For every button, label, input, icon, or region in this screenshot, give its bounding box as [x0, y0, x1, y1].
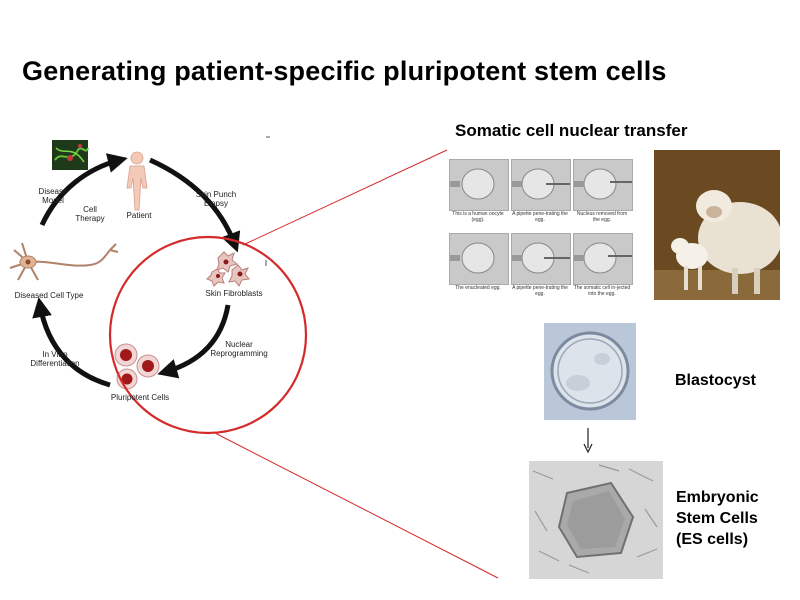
connector-line-top: [242, 149, 448, 246]
scnt-caption-1: This is a human oocyte (egg).: [452, 211, 504, 223]
down-arrow-icon: [583, 428, 593, 454]
scnt-caption-4: The enucleated egg.: [455, 285, 501, 291]
scnt-panel-4: [449, 233, 509, 285]
arrow-cell-therapy: [39, 153, 128, 227]
label-skin-punch-biopsy: Skin Punch Biopsy: [195, 190, 237, 208]
patient-figure: [126, 151, 148, 211]
scnt-caption-5: A pipette pene-trating the egg.: [512, 285, 568, 297]
label-skin-fibroblasts: Skin Fibroblasts: [205, 289, 263, 298]
scnt-panel-2: [511, 159, 571, 211]
label-pluripotent-cells: Pluripotent Cells: [110, 393, 170, 402]
scnt-heading: Somatic cell nuclear transfer: [455, 121, 688, 140]
scnt-caption-2: A pipette pene-trating the egg.: [512, 211, 568, 223]
scnt-caption-6: The somatic cell in-jected into the egg.: [573, 285, 631, 297]
label-patient: Patient: [126, 211, 152, 220]
arrow-in-vitro-differentiation: [32, 297, 111, 388]
scnt-caption-3: Nucleus removed from the egg.: [576, 211, 628, 223]
diseased-neuron: [9, 242, 119, 281]
scnt-panel-6: [573, 233, 633, 285]
label-diseased-cell-type: Diseased Cell Type: [14, 291, 84, 300]
scnt-panel-1: [449, 159, 509, 211]
label-blastocyst: Blastocyst: [675, 372, 756, 389]
arrow-nuclear-reprogramming: [157, 304, 231, 379]
label-disease-model: Disease Model: [38, 187, 68, 205]
label-in-vitro-differentiation: In Vitro Differentiation: [30, 350, 80, 368]
dolly-sheep-photo: [654, 150, 780, 300]
highlight-circle: [108, 235, 308, 435]
skin-fibroblast-cells: [206, 251, 250, 287]
scnt-panel-5: [511, 233, 571, 285]
blastocyst-image: [544, 323, 636, 420]
label-nuclear-reprogramming: Nuclear Reprogramming: [210, 340, 268, 358]
es-cell-colony-image: [529, 461, 663, 579]
connector-line-bottom: [212, 431, 499, 579]
label-cell-therapy: Cell Therapy: [75, 205, 105, 223]
slide-title: Generating patient-specific pluripotent …: [22, 56, 667, 86]
scnt-micrograph-grid: This is a human oocyte (egg). A pipette …: [447, 155, 637, 305]
arrow-skin-punch-biopsy: [148, 157, 241, 253]
scnt-panel-3: [573, 159, 633, 211]
label-es-cells: Embryonic Stem Cells (ES cells): [676, 489, 759, 548]
